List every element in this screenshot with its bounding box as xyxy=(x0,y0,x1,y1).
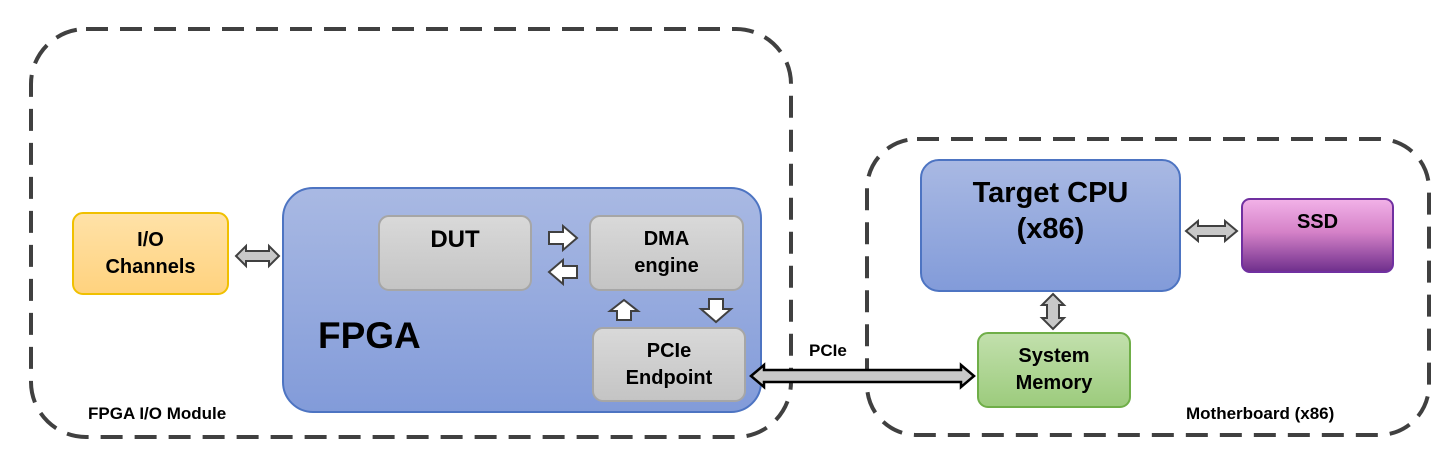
cpu-memory-double-arrow xyxy=(1039,292,1067,331)
dma-engine-block xyxy=(589,215,744,291)
ssd-block xyxy=(1241,198,1394,273)
dma-to-dut-arrow xyxy=(547,257,578,287)
dma-engine-label: DMA engine xyxy=(634,228,699,277)
fpga-module-boundary xyxy=(29,27,793,439)
system-memory-label: System Memory xyxy=(1015,345,1093,394)
system-memory-block xyxy=(977,332,1131,408)
pcie-endpoint-label: PCIe Endpoint xyxy=(625,339,713,389)
cpu-ssd-double-arrow xyxy=(1184,218,1239,244)
pcie-to-dma-arrow xyxy=(607,298,641,321)
io-fpga-double-arrow xyxy=(234,243,281,269)
dut-block xyxy=(378,215,532,291)
io-channels-block xyxy=(72,212,229,295)
pcie-link-label: PCIe xyxy=(809,341,847,360)
fpga-module-label: FPGA I/O Module xyxy=(88,404,227,423)
motherboard-label: Motherboard (x86) xyxy=(1186,404,1335,423)
target-cpu-block xyxy=(920,159,1181,292)
fpga-label: FPGA xyxy=(318,315,421,356)
pcie-endpoint-block xyxy=(592,327,746,402)
pcie-link-double-arrow xyxy=(749,362,976,390)
ssd-label: SSD xyxy=(1296,210,1339,233)
dut-to-dma-arrow xyxy=(548,223,579,253)
io-channels-label: I/O Channels xyxy=(105,228,196,278)
target-cpu-label: Target CPU (x86) xyxy=(972,176,1129,245)
dma-to-pcie-arrow xyxy=(698,298,734,324)
dut-label: DUT xyxy=(430,226,480,253)
